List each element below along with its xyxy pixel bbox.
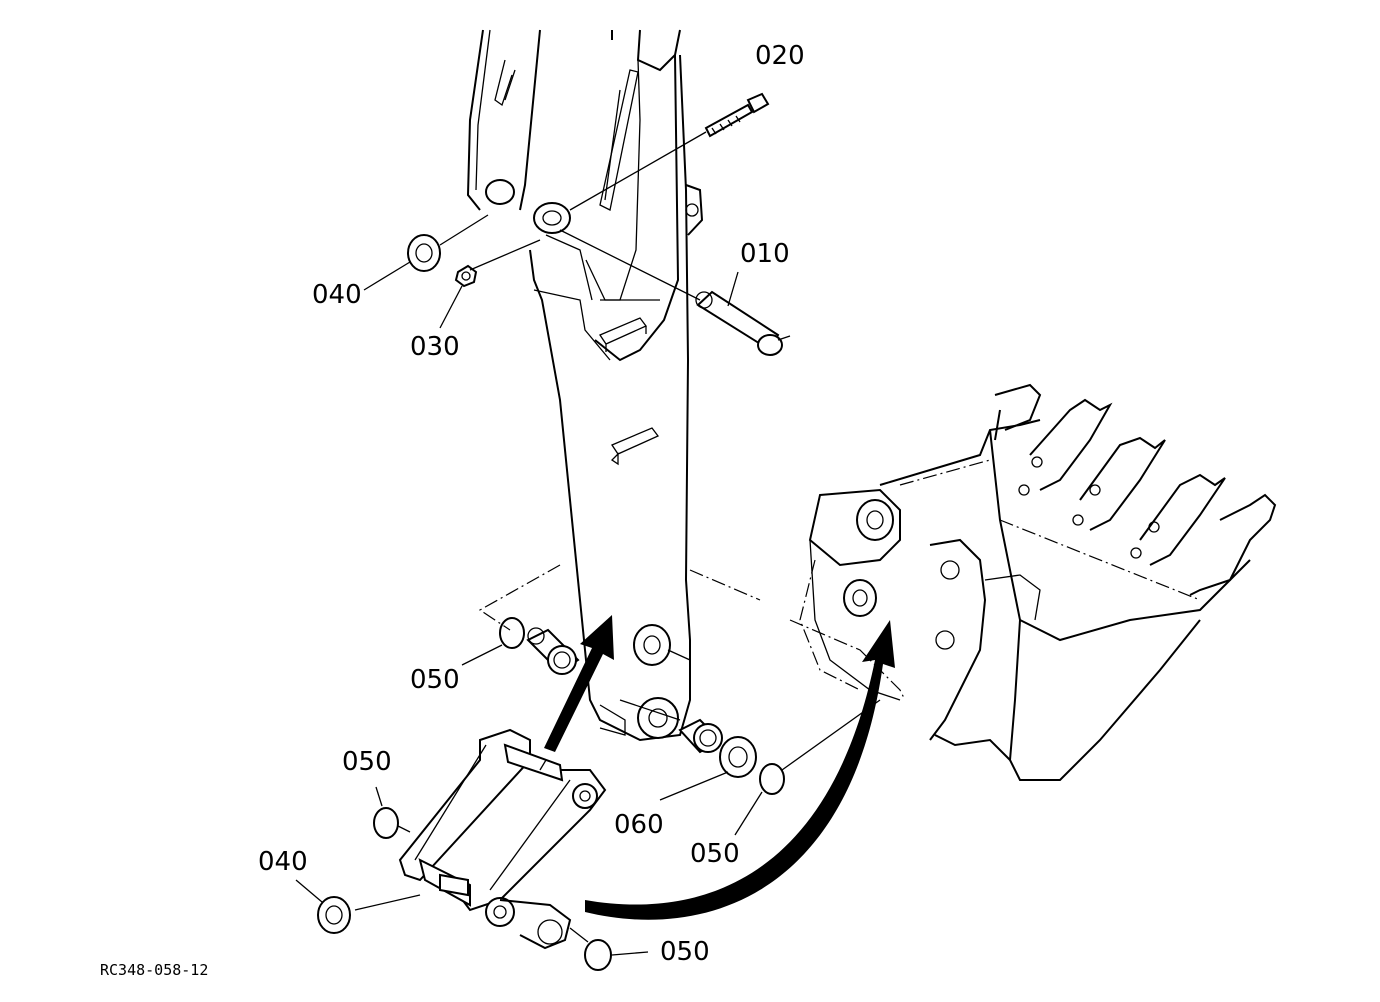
callout-050-right: 050	[690, 839, 740, 869]
bolt-020	[569, 92, 770, 211]
o-ring-050-bottom	[569, 927, 649, 971]
arm-assembly	[466, 29, 761, 742]
callout-010: 010	[740, 239, 790, 269]
arrow-link-to-arm	[544, 615, 614, 752]
callout-060: 060	[614, 810, 664, 840]
washer-060	[659, 736, 757, 801]
o-ring-050-right	[734, 699, 881, 836]
o-ring-050-upper-left	[373, 786, 411, 839]
callout-050-upper-left: 050	[342, 747, 392, 777]
callout-050-bottom: 050	[660, 937, 710, 967]
bucket	[789, 383, 1277, 781]
washer-040-bottom	[295, 879, 351, 934]
callout-040-bottom: 040	[258, 847, 308, 877]
bushing-right	[619, 699, 723, 754]
bushing-left	[526, 627, 580, 675]
washer-040-top	[407, 214, 489, 272]
nut-030	[454, 239, 541, 288]
document-code: RC348-058-12	[100, 961, 208, 979]
callout-050-mid: 050	[410, 665, 460, 695]
callout-labels: 020 010 040 030 050 050 060 050 040 050 …	[100, 41, 805, 979]
callout-040-top: 040	[312, 280, 362, 310]
callout-020: 020	[755, 41, 805, 71]
link-assembly	[354, 728, 607, 950]
o-ring-050-mid	[461, 617, 525, 666]
pin-010	[559, 229, 791, 356]
callout-030: 030	[410, 332, 460, 362]
